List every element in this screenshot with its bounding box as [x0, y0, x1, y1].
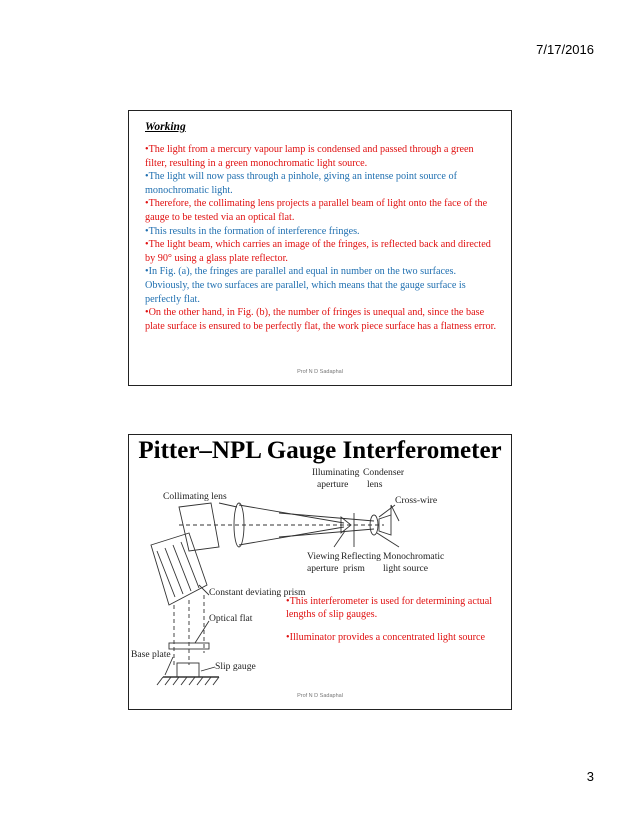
collimating-lens [233, 502, 245, 548]
slide-footer: Prof N D Sadaphal [297, 369, 343, 375]
label-monochromatic: Monochromatic [383, 551, 444, 562]
slide-footer: Prof N D Sadaphal [297, 693, 343, 699]
base-hatch [164, 676, 172, 686]
leader-line [200, 666, 216, 672]
slide-heading: Working [145, 121, 186, 133]
label-illuminating: Illuminating [312, 467, 360, 478]
base-hatch [212, 676, 220, 686]
label-condenser: Condenser [363, 467, 405, 478]
label-cross-wire: Cross-wire [395, 495, 437, 506]
note-item: •This interferometer is used for determi… [286, 596, 493, 620]
leader-line [218, 502, 238, 508]
leader-line [390, 504, 400, 522]
notes-list: •This interferometer is used for determi… [286, 595, 508, 654]
slip-gauge [176, 662, 200, 678]
base-hatch [156, 676, 164, 686]
interferometer-diagram: Illuminating aperture Condenser lens Col… [131, 467, 444, 686]
leader-line [194, 620, 210, 644]
bullet-list: •The light from a mercury vapour lamp is… [145, 143, 497, 333]
prism-hatch [180, 541, 200, 589]
prism-hatch [164, 547, 184, 595]
label-collimating-lens: Collimating lens [163, 491, 227, 502]
prism-body [150, 532, 208, 606]
label-viewing: Viewing [307, 551, 340, 562]
label-viewing-aperture: aperture [307, 563, 338, 574]
leader-line [333, 530, 346, 548]
prism-hatch [156, 550, 176, 598]
bullet-item: •The light will now pass through a pinho… [145, 171, 457, 196]
label-prism: prism [343, 563, 365, 574]
reflecting-prism [340, 516, 352, 534]
bullet-item: •The light from a mercury vapour lamp is… [145, 144, 474, 169]
label-lens: lens [367, 479, 383, 490]
label-base-plate: Base plate [131, 649, 171, 660]
slide-title: Pitter–NPL Gauge Interferometer [138, 437, 502, 464]
base-hatch [180, 676, 188, 686]
base-hatch [204, 676, 212, 686]
leader-line [376, 532, 400, 548]
label-aperture: aperture [317, 479, 348, 490]
cross-wire-eyepiece [378, 514, 392, 536]
note-item: •Illuminator provides a concentrated lig… [286, 632, 486, 643]
label-reflecting: Reflecting [341, 551, 381, 562]
condenser-lens [369, 514, 379, 536]
bullet-item: •The light beam, which carries an image … [145, 239, 491, 264]
prism-hatch [172, 544, 192, 592]
base-hatch [188, 676, 196, 686]
leader-line [164, 656, 174, 676]
optical-flat [168, 642, 210, 650]
page-number: 3 [586, 769, 594, 784]
beam-line [278, 528, 375, 538]
label-slip-gauge: Slip gauge [215, 661, 256, 672]
label-optical-flat: Optical flat [209, 613, 253, 624]
label-light-source: light source [383, 563, 428, 574]
date-stamp: 7/17/2016 [536, 42, 594, 57]
bullet-item: •In Fig. (a), the fringes are parallel a… [145, 266, 466, 305]
constant-deviating-prism-shape [178, 502, 220, 552]
bullet-item: •Therefore, the collimating lens project… [145, 198, 488, 223]
beam-line [278, 512, 375, 522]
leader-line [378, 504, 396, 518]
slide-working: Working •The light from a mercury vapour… [128, 110, 512, 386]
leader-line [198, 584, 210, 596]
bullet-item: •This results in the formation of interf… [145, 225, 360, 237]
bullet-item: •On the other hand, in Fig. (b), the num… [145, 307, 497, 332]
label-constant-deviating-prism: Constant deviating prism [209, 587, 306, 598]
base-hatch [172, 676, 180, 686]
base-hatch [196, 676, 204, 686]
slide-interferometer: Pitter–NPL Gauge Interferometer [128, 434, 512, 710]
